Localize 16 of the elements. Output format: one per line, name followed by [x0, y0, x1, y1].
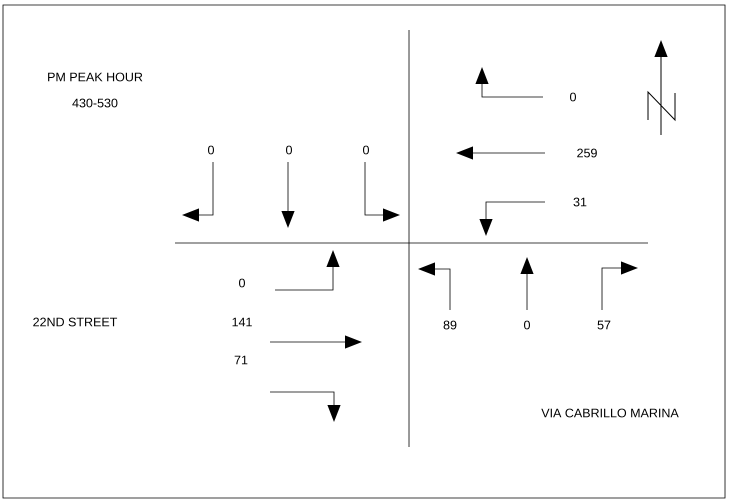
street-name: VIA CABRILLO MARINA [541, 408, 679, 418]
volume-count: 57 [598, 320, 610, 330]
volume-count: 0 [363, 146, 369, 154]
volume-count: 0 [208, 146, 214, 154]
volume-count: 0 [570, 92, 576, 102]
volume-count: 0 [286, 146, 292, 154]
volume-count: 0 [239, 278, 245, 288]
volume-count: 0 [524, 320, 530, 330]
volume-count: 89 [444, 320, 456, 330]
heading-text: PM PEAK HOUR [48, 72, 142, 82]
volume-count: 31 [574, 198, 586, 206]
volume-count: 141 [232, 318, 252, 326]
time-period-text: 430-530 [72, 98, 118, 108]
volume-count: 259 [577, 148, 597, 158]
volume-count: 71 [234, 356, 248, 364]
street-name: 22ND STREET [33, 318, 118, 326]
